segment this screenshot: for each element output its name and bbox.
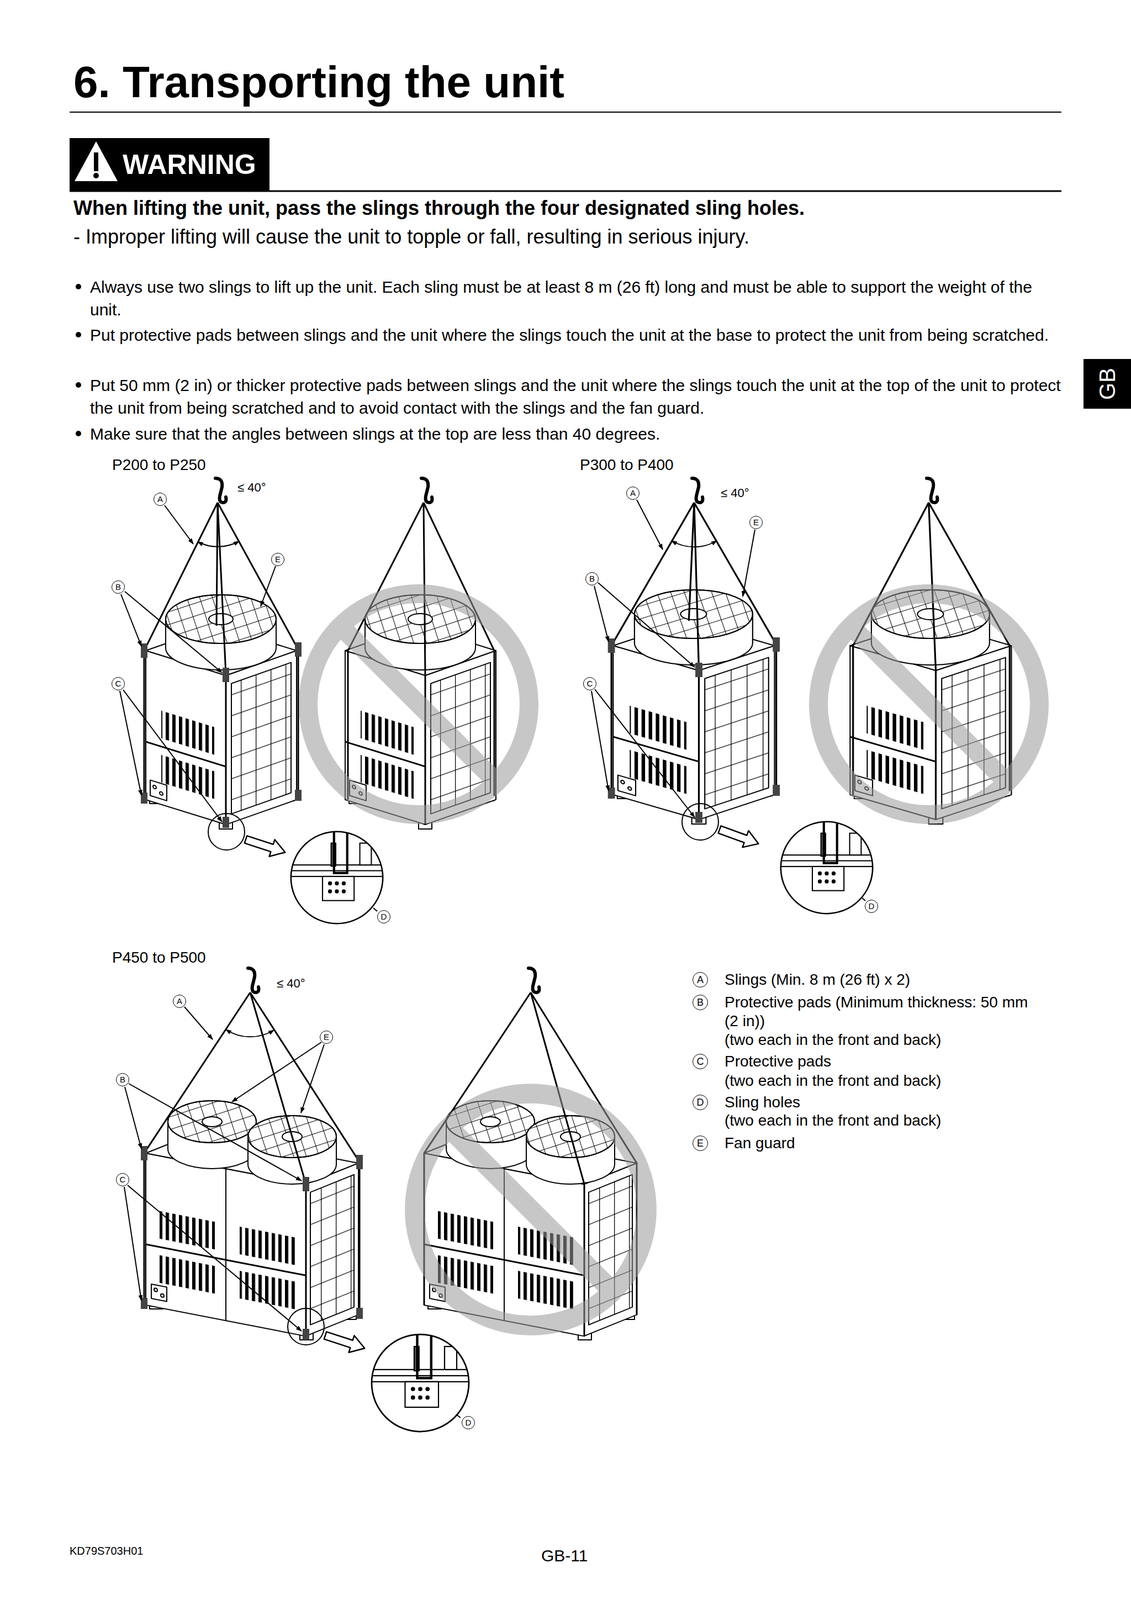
callout-letter: D (864, 899, 879, 913)
callout-letter: E (319, 1030, 334, 1044)
warning-label: WARNING (122, 149, 257, 181)
bullet-text: Put 50 mm (2 in) or thicker protective p… (90, 373, 1068, 420)
warning-text: - Improper lifting will cause the unit t… (73, 225, 750, 248)
callout-letter: A (626, 486, 640, 500)
page-title: 6. Transporting the unit (73, 57, 565, 107)
angle-label: ≤ 40° (720, 485, 749, 500)
warning-heading: When lifting the unit, pass the slings t… (73, 196, 805, 220)
key-text: Protective pads (724, 1052, 832, 1071)
callout-letter: E (749, 515, 763, 530)
callout-letter: A (153, 492, 167, 506)
key-letter: B (692, 994, 708, 1011)
key-text: Fan guard (724, 1133, 796, 1153)
model-range: P200 to P250 (112, 456, 206, 474)
callout-letter: D (461, 1415, 475, 1430)
key-note: (two each in the front and back) (724, 1030, 942, 1050)
model-range: P300 to P400 (579, 456, 674, 474)
bullet-text: Make sure that the angles between slings… (90, 422, 1068, 446)
key-letter: D (692, 1094, 708, 1111)
callout-letter: B (111, 580, 125, 594)
key-letter: C (692, 1053, 708, 1070)
document-code: KD79S703H01 (69, 1544, 144, 1558)
page-number: GB-11 (541, 1546, 588, 1566)
key-letter: E (692, 1135, 708, 1151)
key-text: Slings (Min. 8 m (26 ft) x 2) (724, 970, 911, 990)
key-letter: A (692, 971, 708, 988)
angle-label: ≤ 40° (276, 976, 305, 991)
callout-letter: C (583, 677, 597, 691)
callout-letter: B (585, 572, 599, 586)
language-tab: GB (1094, 367, 1120, 400)
key-note: (two each in the front and back) (724, 1071, 942, 1091)
key-text: Sling holes (724, 1092, 801, 1112)
callout-letter: D (377, 910, 391, 924)
model-range: P450 to P500 (112, 948, 206, 967)
callout-letter: C (115, 1172, 130, 1187)
bullet-text: Always use two slings to lift up the uni… (90, 275, 1068, 321)
key-text: Protective pads (Minimum thickness: 50 m… (724, 992, 1037, 1031)
angle-label: ≤ 40° (237, 480, 266, 495)
callout-letter: B (115, 1073, 130, 1087)
callout-letter: C (111, 677, 125, 691)
bullet-text: Put protective pads between slings and t… (90, 323, 1068, 347)
callout-letter: E (271, 552, 285, 567)
key-note: (two each in the front and back) (724, 1111, 942, 1130)
callout-letter: A (172, 994, 187, 1008)
